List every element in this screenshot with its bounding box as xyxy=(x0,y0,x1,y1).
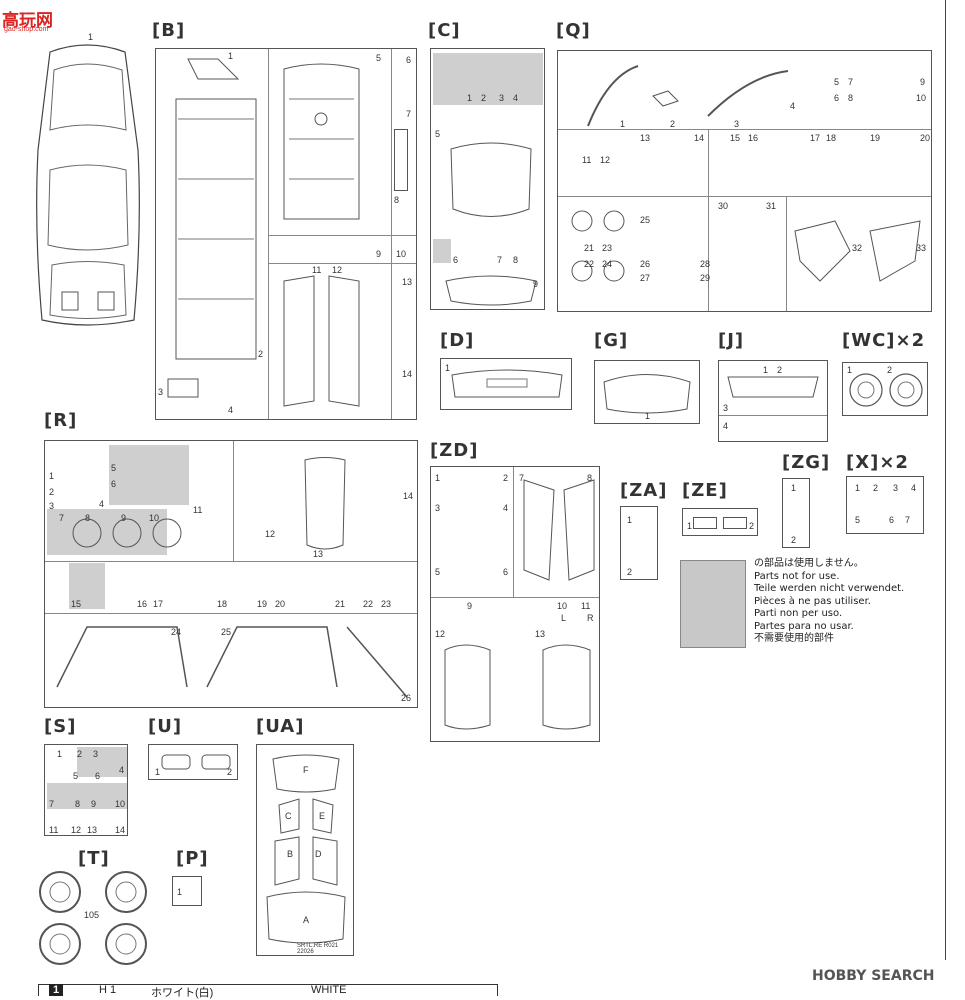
diffuser-drawing xyxy=(727,376,819,398)
not-for-use-swatch xyxy=(680,560,746,648)
section-label-u: [U] xyxy=(148,716,183,737)
section-label-zd: [ZD] xyxy=(430,440,479,461)
sprue-frame-j: 1 2 3 4 xyxy=(718,360,828,442)
grey-parts-c-6 xyxy=(433,239,451,263)
sprue-frame-ua: F C E B D A SRTL.RE R021 22026 xyxy=(256,744,354,956)
watermark-site-text: gao-shop.com xyxy=(4,26,49,33)
suspension-arms-drawing xyxy=(794,220,921,282)
notice-line-jp: の部品は使用しません。 xyxy=(754,558,864,569)
notice-line-de: Teile werden nicht verwendet. xyxy=(754,583,905,594)
brake-discs-drawing xyxy=(571,210,625,282)
wheels-drawing xyxy=(849,373,923,407)
side-windows-drawing xyxy=(523,479,595,581)
notice-line-it: Parti non per uso. xyxy=(754,608,843,619)
notice-line-es: Partes para no usar. xyxy=(754,620,854,632)
seat-pan-drawing xyxy=(283,275,360,407)
body-shell-drawing xyxy=(36,44,140,326)
racing-seat-drawing xyxy=(304,457,346,550)
watermark-hobby-search: HOBBY SEARCH xyxy=(812,968,934,984)
paint-index: 1 xyxy=(49,984,64,996)
notice-line-en: Parts not for use. xyxy=(754,570,840,582)
section-label-c: [C] xyxy=(428,20,461,41)
section-label-r: [R] xyxy=(44,410,78,431)
section-label-x: [X]×2 xyxy=(846,452,909,473)
section-label-s: [S] xyxy=(44,716,77,737)
watermark-logo: 高玩网 gao-shop.com xyxy=(2,6,68,34)
sprue-frame-zg: 1 2 xyxy=(782,478,810,548)
sprue-frame-r: 1 2 3 4 5 6 7 8 9 10 11 12 13 14 15 16 1… xyxy=(44,440,418,708)
rear-panel-drawing xyxy=(603,374,691,414)
roll-cage-drawing xyxy=(56,626,408,698)
grey-parts-s-mid xyxy=(47,783,127,809)
sprue-frame-p: 1 xyxy=(172,876,202,906)
section-label-ze: [ZE] xyxy=(682,480,728,501)
front-bumper-drawing xyxy=(451,369,563,398)
sprue-frame-za: 1 2 xyxy=(620,506,658,580)
windshields-drawing xyxy=(444,644,591,730)
body-shell-number: 1 xyxy=(88,32,94,42)
section-label-za: [ZA] xyxy=(620,480,668,501)
steering-wheels-drawing xyxy=(72,518,182,548)
grey-parts-r-5-6 xyxy=(109,445,189,505)
section-label-ua: [UA] xyxy=(256,716,305,737)
strut-bars-drawing xyxy=(587,65,789,127)
section-label-b: [B] xyxy=(152,20,186,41)
sprue-frame-g: 1 xyxy=(594,360,700,424)
section-label-d: [D] xyxy=(440,330,475,351)
page-border-right xyxy=(945,0,946,960)
grey-parts-r-15 xyxy=(69,563,105,609)
section-label-j: [J] xyxy=(718,330,745,351)
window-masks-drawing xyxy=(266,754,346,944)
chassis-floor-drawing xyxy=(167,58,257,398)
paint-code: H 1 xyxy=(99,984,117,996)
sprue-frame-q: 1 2 3 4 5 6 7 8 9 10 11 12 13 14 15 16 1… xyxy=(557,50,932,312)
watermark-logo-text: 高玩网 xyxy=(2,11,53,31)
section-label-q: [Q] xyxy=(556,20,591,41)
paint-color-row: 1 H 1 ホワイト(白) WHITE xyxy=(38,984,498,999)
notice-line-fr: Pièces à ne pas utiliser. xyxy=(754,595,871,607)
paint-name-en: WHITE xyxy=(311,984,347,996)
sprue-frame-u: 1 2 xyxy=(148,744,238,780)
not-for-use-notice: の部品は使用しません。 Parts not for use. Teile wer… xyxy=(754,558,934,646)
grey-parts-c-1 xyxy=(433,53,543,105)
hood-drawing xyxy=(450,142,532,217)
watermark-brand-text: HOBBY SEARCH xyxy=(812,968,935,984)
section-label-g: [G] xyxy=(594,330,629,351)
paint-name-jp: ホワイト(白) xyxy=(151,987,214,999)
section-label-zg: [ZG] xyxy=(782,452,831,473)
sprue-frame-b: 1 2 3 4 5 6 7 8 9 10 11 12 13 14 xyxy=(155,48,417,420)
sprue-frame-zd: 1 2 3 4 5 6 7 8 9 10 L 11 R 12 13 xyxy=(430,466,600,742)
section-label-wc: [WC]×2 xyxy=(842,330,926,351)
body-shell-part: 1 xyxy=(30,30,145,330)
notice-line-zh: 不需要使用的部件 xyxy=(754,633,834,644)
tires-group: 105 xyxy=(38,868,150,968)
grey-parts-s-top xyxy=(77,747,127,777)
section-label-t: [T] xyxy=(78,848,110,869)
tires-drawing xyxy=(39,871,147,965)
sprue-frame-x: 1 2 3 4 5 6 7 xyxy=(846,476,924,534)
sprue-frame-wc: 1 2 xyxy=(842,362,928,416)
headlights-drawing xyxy=(161,754,231,770)
sprue-frame-d: 1 xyxy=(440,358,572,410)
sprue-frame-c: 1 2 3 4 5 6 7 8 9 xyxy=(430,48,545,310)
rear-spoiler-drawing xyxy=(445,275,537,306)
sprue-frame-s: 1 2 3 4 5 6 7 8 9 10 11 12 13 14 xyxy=(44,744,128,836)
section-label-p: [P] xyxy=(176,848,209,869)
grey-parts-r-7-9 xyxy=(47,509,167,555)
interior-tub-drawing xyxy=(283,63,360,220)
sprue-frame-ze: 1 2 xyxy=(682,508,758,536)
